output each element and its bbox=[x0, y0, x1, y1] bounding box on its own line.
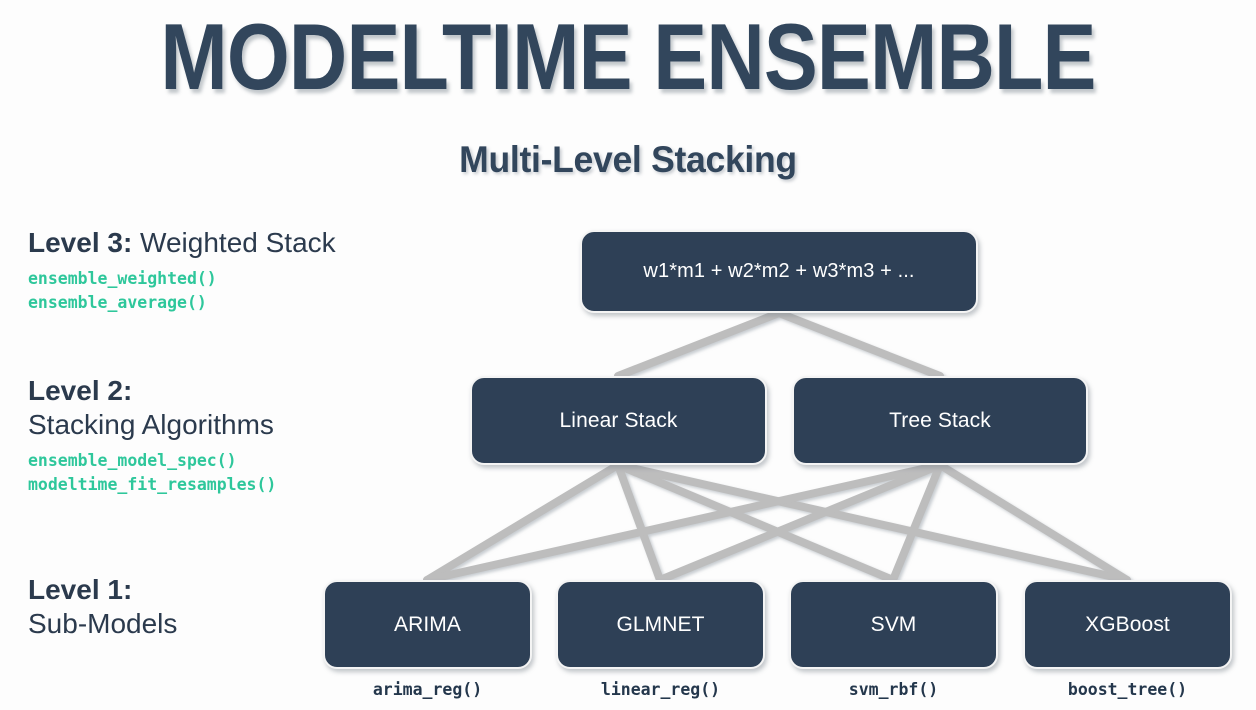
level-1-label-strong: Level 1: bbox=[28, 574, 133, 605]
node-tree-stack[interactable]: Tree Stack bbox=[792, 376, 1088, 465]
edge-tree-stack-to-xgboost bbox=[936, 461, 1131, 584]
edge-tree-stack-to-arima bbox=[423, 461, 944, 584]
edge-linear-stack-to-arima bbox=[423, 461, 622, 584]
edge-tree-stack-to-glmnet bbox=[656, 461, 944, 584]
edge-linear-stack-to-xgboost bbox=[614, 461, 1131, 584]
page-subtitle: Multi-Level Stacking bbox=[459, 139, 797, 180]
edge-linear-stack-to-glmnet bbox=[614, 461, 664, 584]
level-3-function-2: ensemble_average() bbox=[28, 292, 207, 312]
caption-arima: arima_reg() bbox=[372, 680, 483, 699]
caption-svm: svm_rbf() bbox=[848, 680, 939, 699]
level-3-heading: Level 3: Weighted Stack bbox=[28, 226, 336, 260]
node-glmnet[interactable]: GLMNET bbox=[556, 580, 765, 669]
level-2-heading-line-1: Level 2: bbox=[28, 374, 276, 408]
caption-xgboost: boost_tree() bbox=[1067, 680, 1188, 699]
level-2-label-strong: Level 2: bbox=[28, 375, 133, 406]
page-title: MODELTIME ENSEMBLE bbox=[160, 4, 1096, 109]
edge-weighted-to-linear-stack bbox=[614, 309, 783, 380]
level-3-label-block: Level 3: Weighted Stack ensemble_weighte… bbox=[28, 226, 336, 314]
node-linear-stack[interactable]: Linear Stack bbox=[470, 376, 767, 465]
level-2-function-1: ensemble_model_spec() bbox=[28, 451, 237, 471]
level-1-label-block: Level 1: Sub-Models bbox=[28, 573, 177, 641]
level-2-label-rest: Stacking Algorithms bbox=[28, 409, 274, 441]
caption-glmnet: linear_reg() bbox=[600, 680, 721, 699]
level-3-function-1: ensemble_weighted() bbox=[28, 269, 217, 289]
edge-linear-stack-to-svm bbox=[614, 461, 897, 584]
node-weighted-stack[interactable]: w1*m1 + w2*m2 + w3*m3 + ... bbox=[580, 230, 978, 313]
level-3-label-rest: Weighted Stack bbox=[132, 227, 336, 258]
edge-weighted-to-tree-stack bbox=[775, 309, 944, 380]
node-arima[interactable]: ARIMA bbox=[323, 580, 532, 669]
level-1-heading-line-1: Level 1: bbox=[28, 573, 177, 607]
level-2-heading-line-2: Stacking Algorithms bbox=[28, 408, 276, 442]
level-1-heading-line-2: Sub-Models bbox=[28, 607, 177, 641]
level-2-label-block: Level 2: Stacking Algorithms ensemble_mo… bbox=[28, 374, 276, 496]
node-xgboost[interactable]: XGBoost bbox=[1023, 580, 1232, 669]
node-svm[interactable]: SVM bbox=[789, 580, 998, 669]
level-2-function-2: modeltime_fit_resamples() bbox=[28, 474, 277, 494]
edge-tree-stack-to-svm bbox=[889, 461, 944, 584]
level-3-label-strong: Level 3: bbox=[28, 227, 133, 258]
level-1-label-rest: Sub-Models bbox=[28, 608, 178, 640]
